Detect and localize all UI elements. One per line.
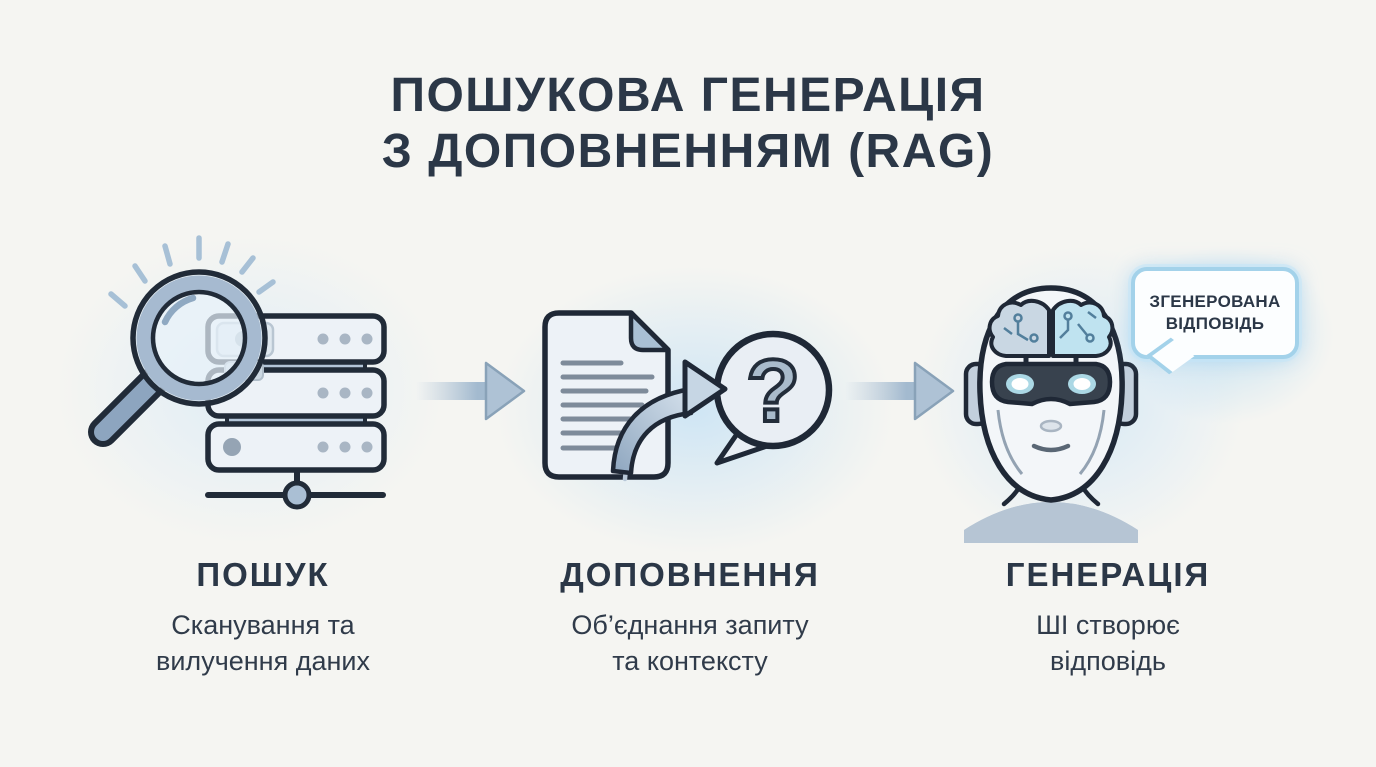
stage-caption-augment: Об’єднання запиту та контексту [571, 610, 809, 676]
generated-answer-text: ЗГЕНЕРОВАНА ВІДПОВІДЬ [1149, 291, 1281, 333]
page-title: ПОШУКОВА ГЕНЕРАЦІЯ З ДОПОВНЕННЯМ (RAG) [0, 68, 1376, 179]
magnifier-server-icon [75, 228, 420, 540]
title-line-2: З ДОПОВНЕННЯМ (RAG) [381, 124, 995, 178]
stage-heading-augment: ДОПОВНЕННЯ [560, 556, 820, 593]
flow-arrow-icon [416, 360, 526, 422]
stage-heading-search: ПОШУК [196, 556, 330, 593]
flow-arrow-icon [845, 360, 955, 422]
stage-caption-generate: ШІ створює відповідь [1036, 610, 1180, 676]
ai-head-icon [948, 258, 1198, 543]
stage-heading-generate: ГЕНЕРАЦІЯ [1005, 556, 1211, 593]
generated-answer-bubble: ЗГЕНЕРОВАНА ВІДПОВІДЬ [1131, 267, 1299, 375]
title-line-1: ПОШУКОВА ГЕНЕРАЦІЯ [390, 69, 986, 122]
document-question-icon: ? [525, 285, 845, 525]
question-mark: ? [746, 341, 800, 440]
stage-caption-search: Сканування та вилучення даних [156, 610, 370, 676]
